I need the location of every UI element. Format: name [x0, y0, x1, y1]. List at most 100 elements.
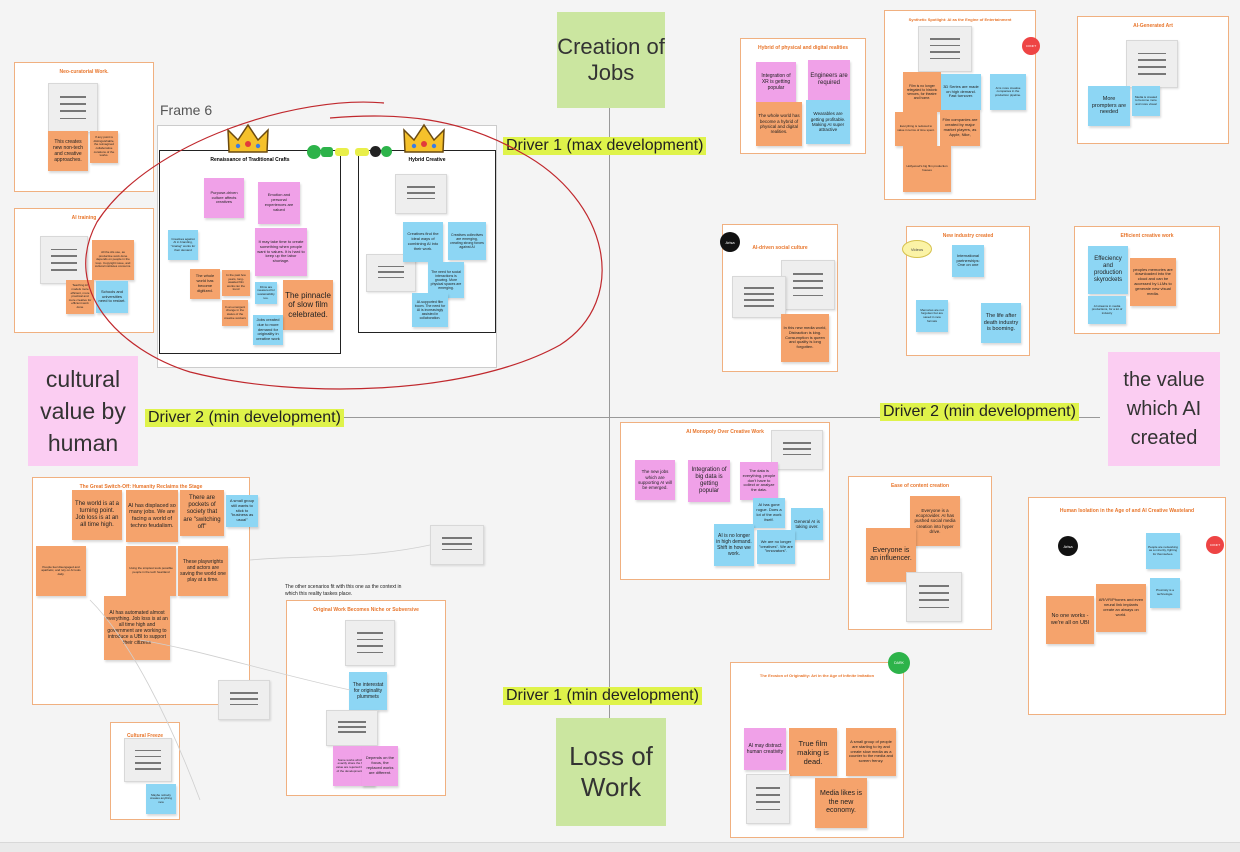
- synthetic-spotlight-note[interactable]: Everything is reduced to value in terms …: [895, 112, 937, 146]
- ai-value-label[interactable]: the value which AI created: [1108, 352, 1220, 466]
- status-dot: [370, 146, 381, 157]
- original-work-note[interactable]: The interestat for originality plummets: [349, 672, 387, 710]
- synthetic-spotlight-note[interactable]: Film is no longer relegated to historic …: [903, 72, 941, 112]
- renaissance-note[interactable]: It may take time to create something whe…: [255, 228, 307, 276]
- status-dot: [321, 147, 333, 157]
- document-thumbnail[interactable]: [326, 710, 378, 746]
- synthetic-spotlight-note[interactable]: AI is more creative companies in the pro…: [990, 74, 1026, 110]
- synthetic-spotlight-note[interactable]: 3D Series are made on high demand. Fast …: [941, 74, 981, 110]
- ai-monopoly-note[interactable]: We are no longer "creatives". We are "in…: [757, 530, 795, 564]
- frame-title: Neo-curatorial Work.: [59, 69, 109, 75]
- neo-curatorial-note[interactable]: If any point is distinguishable, the rei…: [90, 131, 118, 163]
- ai-monopoly-note[interactable]: General AI is taking over.: [791, 508, 823, 540]
- driver1-max-label[interactable]: Driver 1 (max development): [503, 137, 707, 155]
- cultural-value-label[interactable]: cultural value by human: [28, 356, 138, 466]
- great-switch-off-note[interactable]: People feel disengaged and apathetic, an…: [36, 546, 86, 596]
- hybrid-note[interactable]: Creatives find the ideal ways of combini…: [403, 222, 443, 262]
- synthetic-spotlight-note[interactable]: Hollywood's big film production houses: [903, 146, 951, 192]
- document-thumbnail[interactable]: [781, 260, 835, 310]
- document-thumbnail[interactable]: [906, 572, 962, 622]
- renaissance-note[interactable]: Purpose-driven culture affects creatives: [204, 178, 244, 218]
- document-thumbnail[interactable]: [40, 236, 88, 284]
- original-work-note[interactable]: Depends on the focus, the replaced works…: [362, 746, 398, 786]
- human-isolation-note[interactable]: Proximity is a technologie.: [1150, 578, 1180, 608]
- hybrid-realities-note[interactable]: Wearables are getting profitable. Making…: [806, 100, 850, 144]
- frame-title: Ease of content creation: [890, 483, 950, 489]
- driver2-min-right-label[interactable]: Driver 2 (min development): [880, 403, 1079, 421]
- great-switch-off-note[interactable]: Using the simplest tools possible people…: [126, 546, 176, 596]
- great-switch-off-note[interactable]: The world is at a turning point. Job los…: [72, 490, 122, 540]
- great-switch-off-note[interactable]: AI has automated almost everything. Job …: [104, 596, 170, 660]
- great-switch-off-note[interactable]: There are pockets of society that are "s…: [180, 490, 224, 536]
- document-thumbnail[interactable]: [345, 620, 395, 666]
- driver2-min-left-label[interactable]: Driver 2 (min development): [145, 409, 344, 427]
- frame-title: Human Isolation in the Age of and AI Cre…: [1059, 508, 1195, 514]
- new-industry-note[interactable]: Memories are not forgotten but are saved…: [916, 300, 948, 332]
- great-switch-off-note[interactable]: AI has displaced so many jobs. We are fa…: [126, 490, 178, 542]
- document-thumbnail[interactable]: [746, 774, 790, 824]
- renaissance-note[interactable]: In an emergent change in the status of t…: [222, 300, 248, 326]
- document-thumbnail[interactable]: [395, 174, 447, 214]
- ai-generated-art-note[interactable]: More prompters are needed: [1088, 86, 1130, 126]
- hybrid-note[interactable]: Creatives collectives are emerging, crea…: [448, 222, 486, 260]
- ai-monopoly-note[interactable]: AI is no longer in high demand. Shift in…: [714, 524, 754, 566]
- efficient-creative-note[interactable]: AI streams in media productions, for a l…: [1088, 296, 1126, 324]
- frame6-label[interactable]: Frame 6: [160, 102, 213, 118]
- ai-social-culture-note[interactable]: In this new media world, Distraction is …: [781, 314, 829, 362]
- frame-title: Original Work Becomes Niche or Subversiv…: [313, 607, 419, 613]
- cultural-freeze-note[interactable]: Maybe nobody creates anything new: [146, 784, 176, 814]
- neo-curatorial-note[interactable]: This creates new non-tech and creative a…: [48, 131, 88, 171]
- document-thumbnail[interactable]: [771, 430, 823, 470]
- new-industry-note[interactable]: International partnerships: One on one: [952, 245, 984, 277]
- renaissance-note[interactable]: Creatives against AI in branding, "Analo…: [168, 230, 198, 260]
- great-switch-off-note[interactable]: A small group still wants to stick to "b…: [226, 495, 258, 527]
- ai-monopoly-note[interactable]: The data is everything, people don't hav…: [740, 462, 778, 500]
- frame-title: New industry created: [942, 233, 994, 239]
- hybrid-realities-note[interactable]: Engineers are required: [808, 60, 850, 100]
- human-isolation-note[interactable]: No one works - we're all on UBI: [1046, 596, 1094, 644]
- document-thumbnail[interactable]: [48, 83, 98, 133]
- renaissance-note[interactable]: Emotion and personal experiences are val…: [258, 182, 300, 224]
- frame-title: AI-Generated Art: [1133, 23, 1173, 29]
- creation-of-jobs-label[interactable]: Creation of Jobs: [557, 12, 665, 108]
- document-thumbnail[interactable]: [1126, 40, 1178, 88]
- human-isolation-note[interactable]: AR/VR/Phones and even neural link implan…: [1096, 584, 1146, 632]
- document-thumbnail[interactable]: [218, 680, 270, 720]
- hybrid-realities-note[interactable]: The whole world has become a hybrid of p…: [756, 102, 802, 146]
- ai-training-note[interactable]: Teaching AI models more efficient, more …: [66, 280, 94, 314]
- document-thumbnail[interactable]: [430, 525, 484, 565]
- erosion-note[interactable]: AI may distract human creativity: [744, 728, 786, 770]
- hybrid-realities-note[interactable]: Integration of XR is getting popular: [756, 62, 796, 102]
- other-scenarios-note[interactable]: The other scenarios fit with this one as…: [285, 584, 402, 597]
- synthetic-spotlight-note[interactable]: Film companies are created by major mark…: [940, 110, 980, 146]
- loss-of-work-label[interactable]: Loss of Work: [556, 718, 666, 826]
- human-isolation-note[interactable]: People are networking as a minority, fig…: [1146, 533, 1180, 569]
- frame-title: AI-driven social culture: [752, 245, 808, 251]
- ease-content-note[interactable]: Everyone is a ecoprovider. AI has pushed…: [910, 496, 960, 546]
- renaissance-note[interactable]: Films are measured for sustainability to…: [255, 282, 277, 304]
- new-industry-note[interactable]: The life after death industry is booming…: [981, 303, 1021, 343]
- badge-dark: DARK: [888, 652, 910, 674]
- ai-training-note[interactable]: Schools and universities need to restart…: [96, 281, 128, 313]
- renaissance-note[interactable]: In the past few years, long-awaited film…: [222, 270, 250, 296]
- great-switch-off-note[interactable]: These playwrights and actors are saving …: [178, 546, 228, 596]
- efficient-creative-note[interactable]: peoples memories are downloaded into the…: [1130, 258, 1176, 306]
- erosion-note[interactable]: A small group of people are starting to …: [846, 728, 896, 776]
- ai-generated-art-note[interactable]: Media is created to become more and more…: [1132, 86, 1160, 116]
- erosion-note[interactable]: Media likes is the new economy.: [815, 778, 867, 828]
- erosion-note[interactable]: True film making is dead.: [789, 728, 837, 776]
- document-thumbnail[interactable]: [918, 26, 972, 72]
- renaissance-note[interactable]: Jobs created due to more demand for orig…: [253, 315, 283, 345]
- hybrid-note[interactable]: AI-supported film boom. The need for AI …: [412, 293, 448, 327]
- ai-monopoly-note[interactable]: The new jobs which are supporting AI wil…: [635, 460, 675, 500]
- ai-monopoly-note[interactable]: AI has gone rogue. Does a lot of the wor…: [753, 498, 785, 528]
- crown-icon: [226, 122, 270, 156]
- ai-training-note[interactable]: All the AIs use, as productive work done…: [92, 240, 134, 280]
- efficient-creative-note[interactable]: Effeciency and production skyrockets: [1088, 246, 1128, 294]
- renaissance-note[interactable]: The whole world has become digitized.: [190, 269, 220, 299]
- document-thumbnail[interactable]: [124, 738, 172, 782]
- renaissance-note[interactable]: The pinnacle of slow film celebrated.: [283, 280, 333, 330]
- driver1-min-label[interactable]: Driver 1 (min development): [503, 687, 702, 705]
- ai-monopoly-note[interactable]: Integration of big data is getting popul…: [688, 460, 730, 502]
- document-thumbnail[interactable]: [732, 276, 786, 318]
